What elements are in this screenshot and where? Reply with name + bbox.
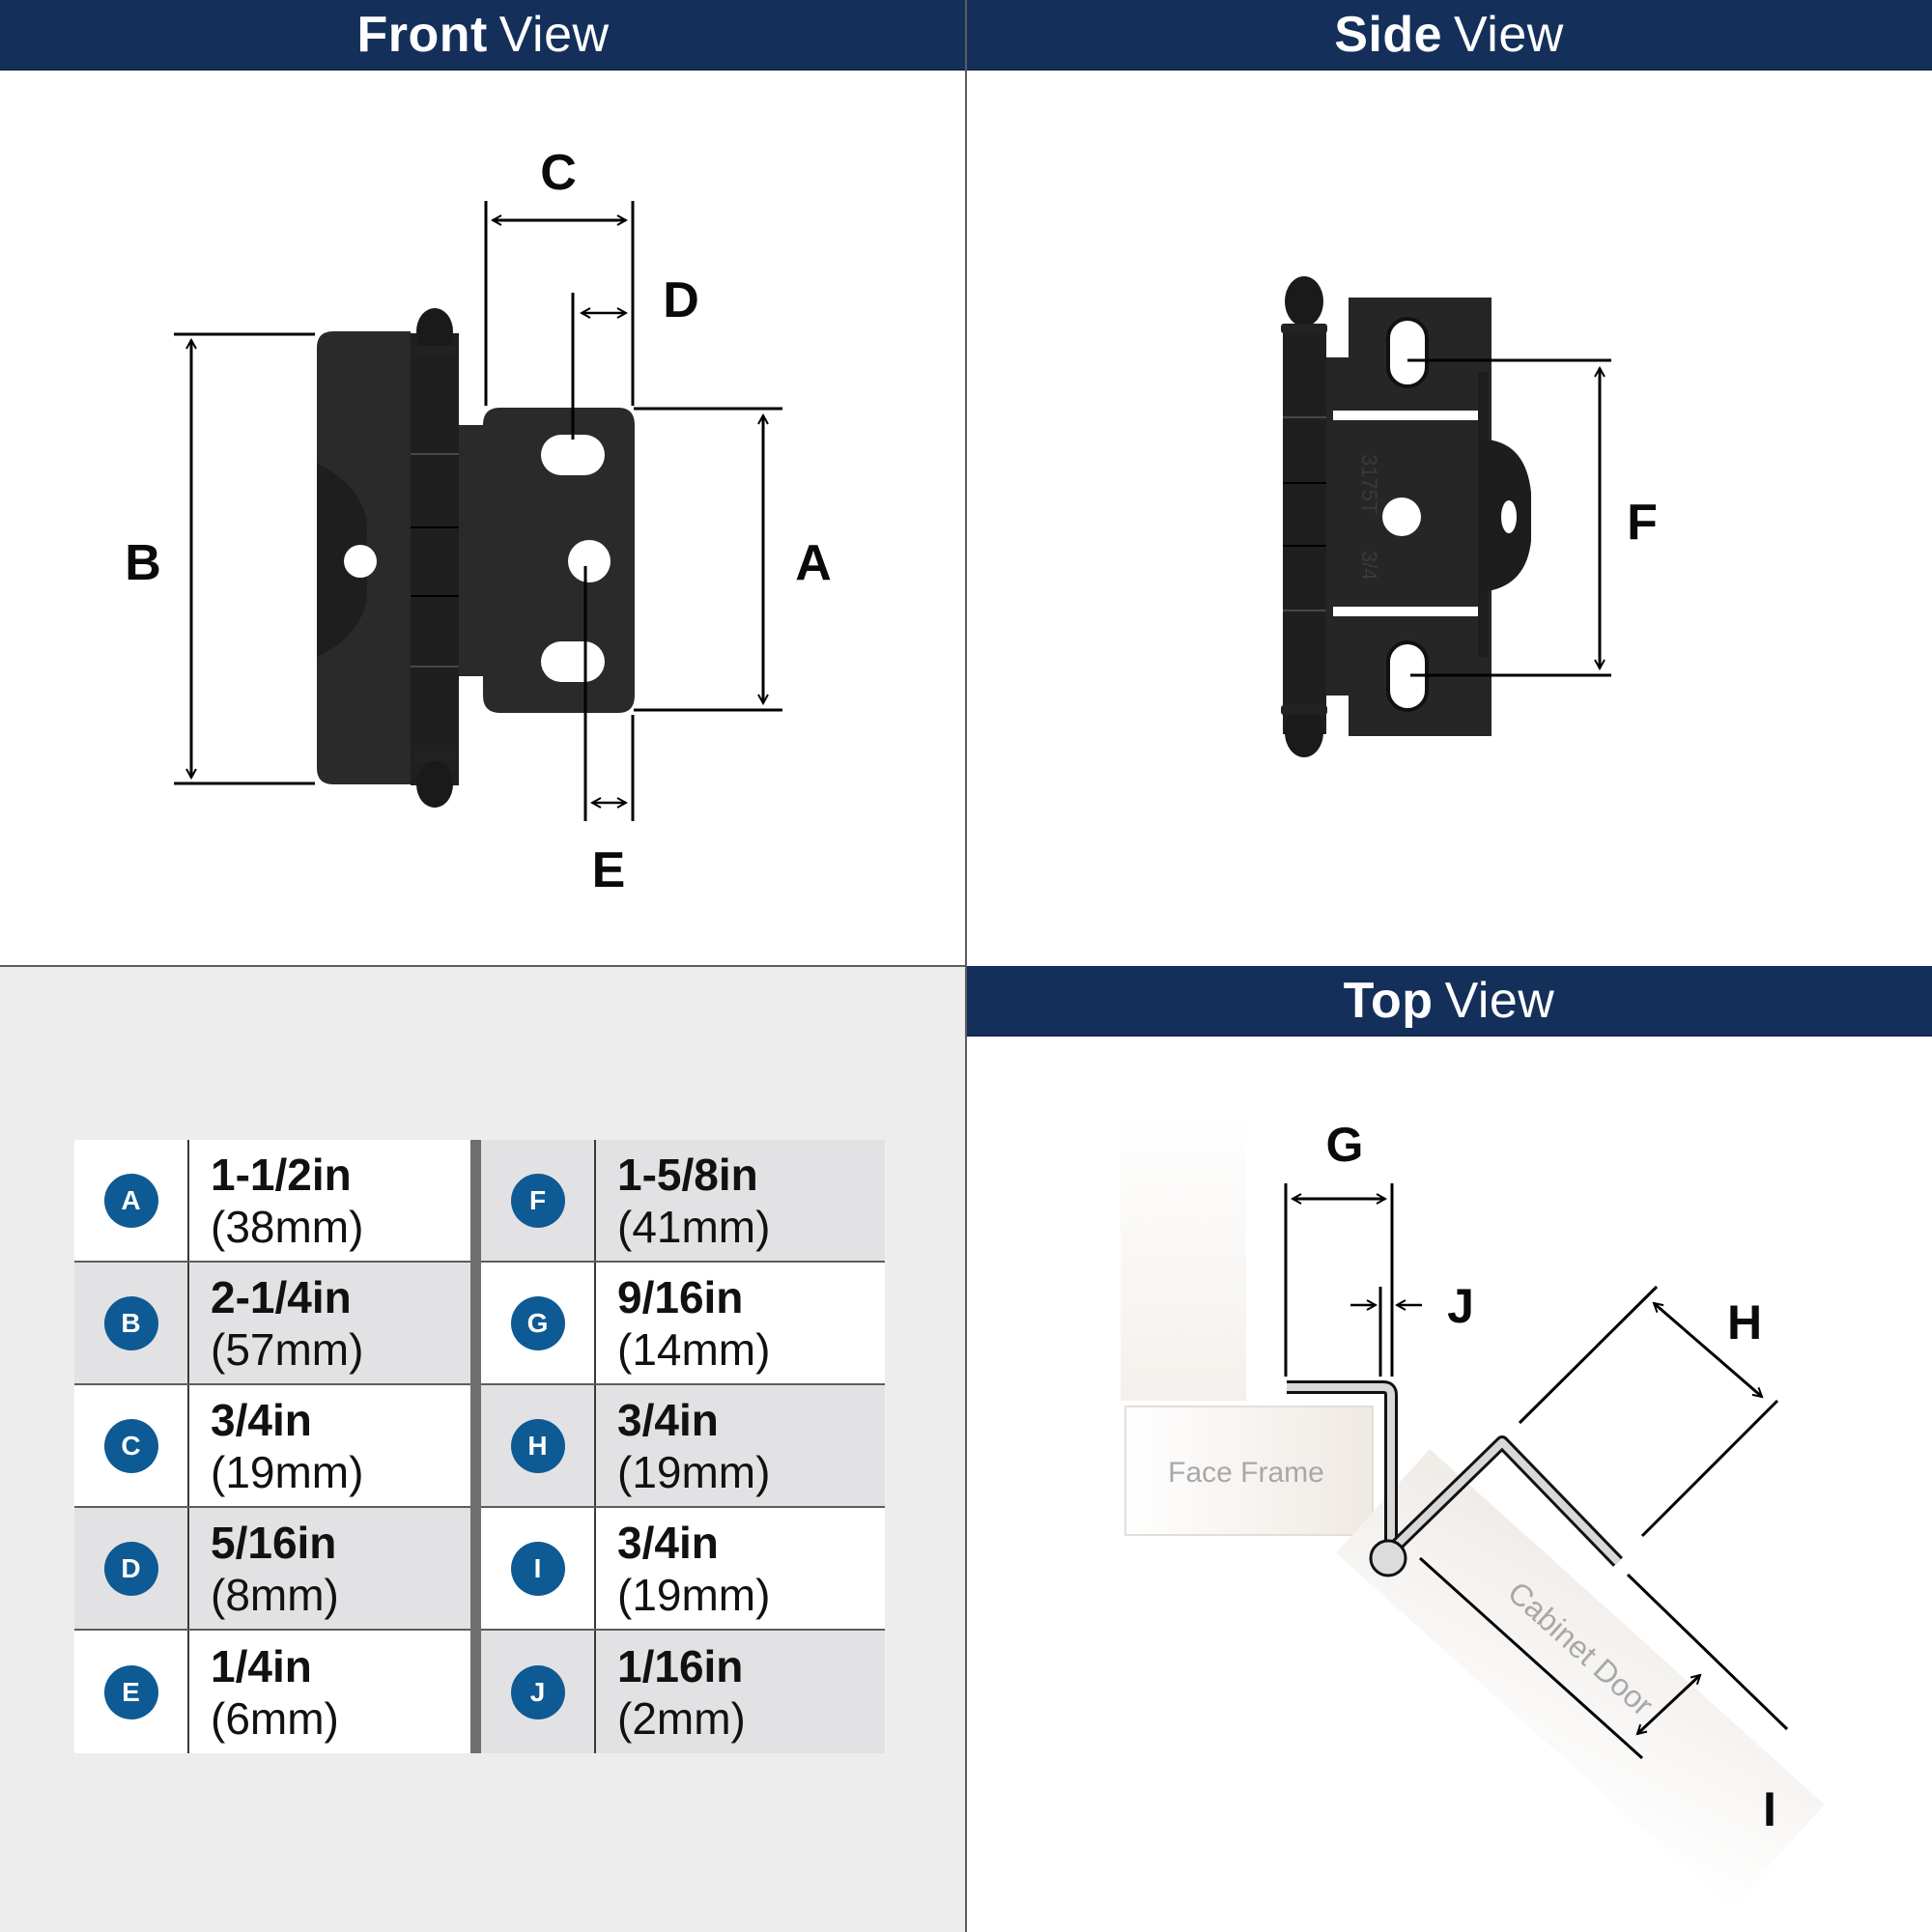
- dimension-row-i: I 3/4in(19mm): [481, 1508, 885, 1631]
- dimension-label-f: F: [1627, 495, 1658, 551]
- front-view-panel: B A C D E Front View: [0, 0, 966, 966]
- top-view-title-bold: Top: [1343, 973, 1434, 1029]
- hinge-stamp-size: 3/4: [1357, 551, 1381, 581]
- front-view-title-bold: Front: [356, 7, 488, 63]
- dimension-i-inches: 3/4in: [617, 1517, 719, 1568]
- dimension-row-d: D 5/16in(8mm): [74, 1508, 470, 1631]
- side-view-diagram: 3175T 3/4 F: [1281, 276, 1658, 757]
- dimension-b-mm: (57mm): [211, 1323, 364, 1375]
- dimension-row-j: J 1/16in(2mm): [481, 1631, 885, 1753]
- dimension-label-e: E: [592, 842, 626, 898]
- dimensions-table-panel: A 1-1/2in(38mm) B 2-1/4in(57mm) C 3/4in(…: [0, 966, 966, 1932]
- dimension-i-mm: (19mm): [617, 1569, 771, 1620]
- hinge-side-illustration: 3175T 3/4: [1281, 276, 1531, 757]
- badge-i: I: [510, 1541, 565, 1596]
- top-view-diagram: Face Frame Cabinet Door G J H I: [1121, 1111, 1825, 1909]
- side-view-title-light: View: [1454, 7, 1564, 63]
- dimension-row-b: B 2-1/4in(57mm): [74, 1263, 470, 1385]
- dimension-g-mm: (14mm): [617, 1323, 771, 1375]
- dimension-row-g: G 9/16in(14mm): [481, 1263, 885, 1385]
- front-view-diagram: B A C D E: [125, 145, 832, 898]
- dimension-a-mm: (38mm): [211, 1201, 364, 1252]
- dimension-h-mm: (19mm): [617, 1446, 771, 1497]
- dimension-j-inches: 1/16in: [617, 1640, 744, 1691]
- dimension-e-mm: (6mm): [211, 1692, 339, 1744]
- dimensions-table: A 1-1/2in(38mm) B 2-1/4in(57mm) C 3/4in(…: [74, 1140, 885, 1753]
- face-frame-label: Face Frame: [1168, 1457, 1324, 1489]
- badge-b: B: [103, 1295, 158, 1350]
- dimension-d-mm: (8mm): [211, 1569, 339, 1620]
- dimension-label-g: G: [1326, 1118, 1364, 1172]
- side-view-title-bold: Side: [1334, 7, 1443, 63]
- badge-j: J: [510, 1664, 565, 1719]
- dimension-label-c: C: [540, 145, 577, 201]
- side-view-header: Side View: [966, 0, 1932, 71]
- dimension-d-inches: 5/16in: [211, 1517, 337, 1568]
- dimension-label-h: H: [1727, 1295, 1762, 1350]
- dimension-f-mm: (41mm): [617, 1201, 771, 1252]
- dimension-row-f: F 1-5/8in(41mm): [481, 1140, 885, 1263]
- front-view-header: Front View: [0, 0, 966, 71]
- badge-c: C: [103, 1418, 158, 1473]
- badge-f: F: [510, 1173, 565, 1228]
- dimension-row-a: A 1-1/2in(38mm): [74, 1140, 470, 1263]
- dimensions-column-right: F 1-5/8in(41mm) G 9/16in(14mm) H 3/4in(1…: [481, 1140, 885, 1753]
- badge-d: D: [103, 1541, 158, 1596]
- dimension-g-inches: 9/16in: [617, 1271, 744, 1322]
- dimension-h-inches: 3/4in: [617, 1394, 719, 1445]
- dimension-label-a: A: [795, 535, 832, 591]
- dimension-e-inches: 1/4in: [211, 1640, 312, 1691]
- dimension-j-mm: (2mm): [617, 1692, 746, 1744]
- table-column-divider: [470, 1140, 481, 1753]
- face-frame-stile: [1121, 1111, 1246, 1401]
- dimension-label-i: I: [1763, 1782, 1776, 1836]
- face-frame-block: [1124, 1406, 1374, 1536]
- hinge-front-illustration: [317, 308, 635, 808]
- dimension-row-e: E 1/4in(6mm): [74, 1631, 470, 1753]
- badge-a: A: [103, 1173, 158, 1228]
- cabinet-door-block: [1335, 1449, 1825, 1909]
- badge-e: E: [103, 1664, 158, 1719]
- dimension-b-inches: 2-1/4in: [211, 1271, 352, 1322]
- dimension-label-b: B: [125, 535, 161, 591]
- dimension-label-d: D: [663, 272, 699, 328]
- hinge-stamp-part-number: 3175T: [1357, 454, 1381, 514]
- panel-divider-horizontal: [0, 965, 966, 967]
- badge-h: H: [510, 1418, 565, 1473]
- badge-g: G: [510, 1295, 565, 1350]
- dimension-label-j: J: [1447, 1279, 1474, 1333]
- panel-divider-vertical: [965, 0, 967, 1932]
- dimension-row-c: C 3/4in(19mm): [74, 1385, 470, 1508]
- dimensions-column-left: A 1-1/2in(38mm) B 2-1/4in(57mm) C 3/4in(…: [74, 1140, 470, 1753]
- dimension-c-inches: 3/4in: [211, 1394, 312, 1445]
- hinge-pivot: [1369, 1539, 1407, 1577]
- dimension-c-mm: (19mm): [211, 1446, 364, 1497]
- dimension-a-inches: 1-1/2in: [211, 1149, 352, 1200]
- dimension-f-inches: 1-5/8in: [617, 1149, 758, 1200]
- top-view-title-light: View: [1444, 973, 1555, 1029]
- dimension-row-h: H 3/4in(19mm): [481, 1385, 885, 1508]
- top-view-header: Top View: [966, 966, 1932, 1037]
- top-view-panel: Face Frame Cabinet Door G J H I: [966, 966, 1932, 1932]
- front-view-title-light: View: [498, 7, 610, 63]
- side-view-panel: 3175T 3/4 F Side View: [966, 0, 1932, 966]
